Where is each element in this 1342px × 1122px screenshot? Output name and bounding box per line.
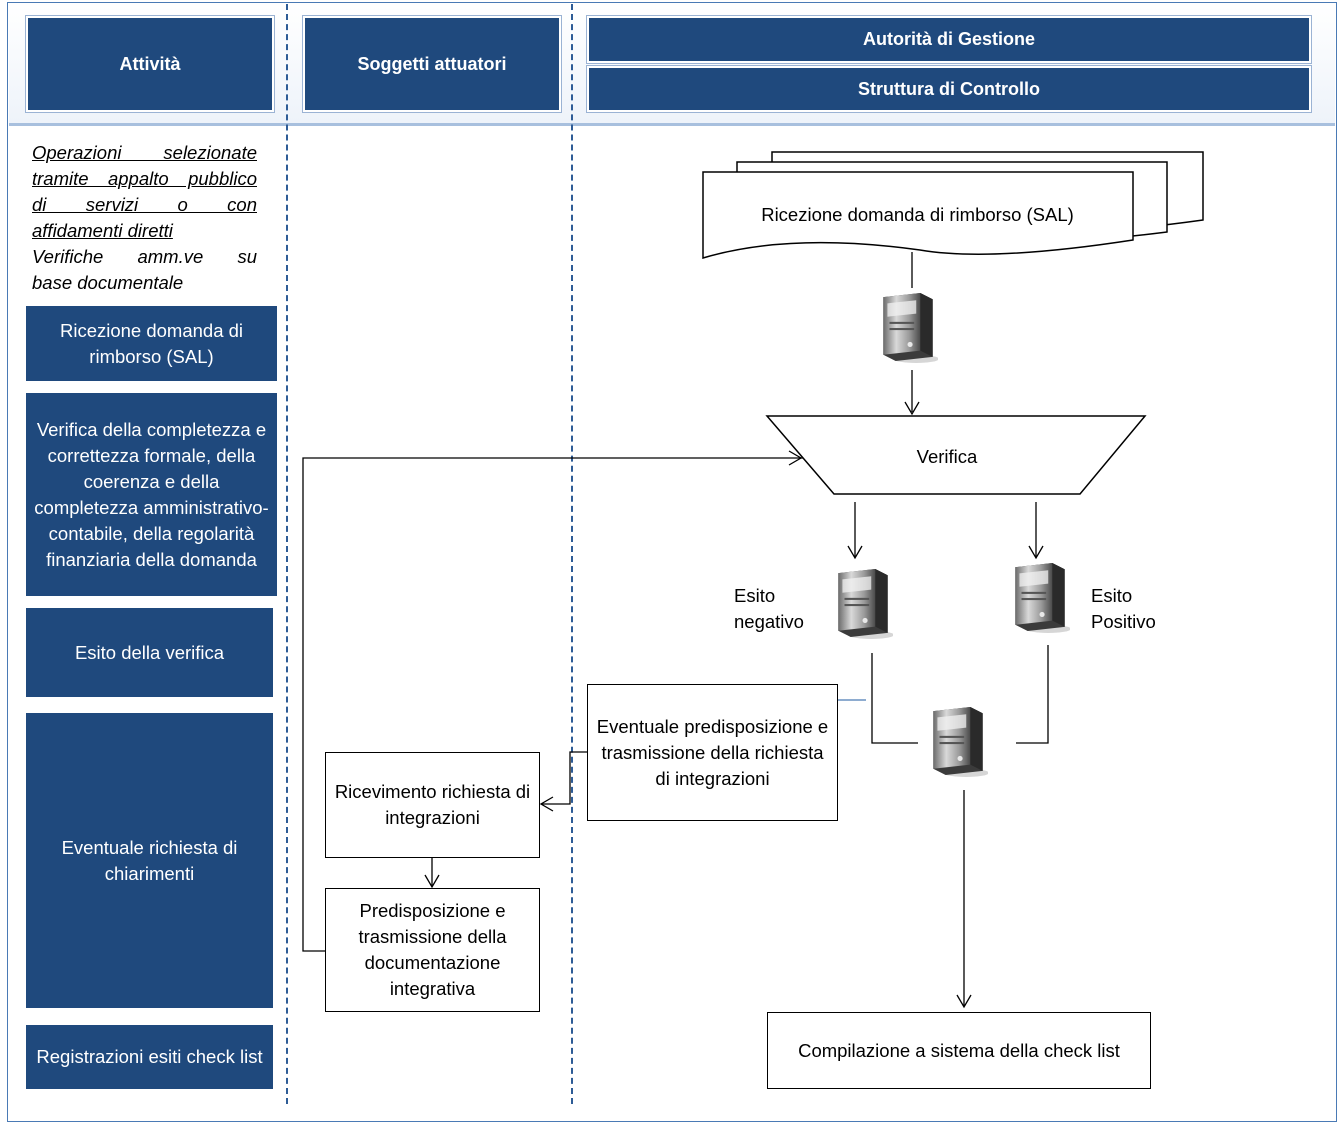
header-struttura-controllo: Struttura di Controllo bbox=[586, 65, 1312, 113]
computer-tower-icon bbox=[1015, 563, 1070, 633]
header-attivita: Attività bbox=[25, 15, 275, 113]
esito-positivo-line: Esito bbox=[1091, 585, 1133, 606]
note-line: tramite appalto pubblico bbox=[32, 168, 257, 189]
documents-label: Ricezione domanda di rimborso (SAL) bbox=[761, 204, 1074, 225]
documents-shape bbox=[702, 151, 1204, 260]
computer-tower-icon bbox=[883, 293, 938, 363]
note-line: di servizi o con bbox=[32, 194, 257, 215]
activity-esito: Esito della verifica bbox=[26, 608, 273, 697]
esito-negativo-label: Esito negativo bbox=[734, 583, 804, 635]
note-line: affidamenti diretti bbox=[32, 220, 173, 241]
lane-divider-1 bbox=[286, 4, 288, 1104]
box-predisposizione-richiesta: Eventuale predisposizione e trasmissione… bbox=[587, 684, 838, 821]
computer-tower-icon bbox=[838, 569, 893, 639]
activity-registrazioni: Registrazioni esiti check list bbox=[26, 1025, 273, 1089]
note-line: Operazioni selezionate bbox=[32, 142, 257, 163]
activity-richiesta-chiarimenti: Eventuale richiesta di chiarimenti bbox=[26, 713, 273, 1008]
note-line: base documentale bbox=[32, 272, 184, 293]
box-compilazione-check-list: Compilazione a sistema della check list bbox=[767, 1012, 1151, 1089]
header-soggetti-attuatori: Soggetti attuatori bbox=[302, 15, 562, 113]
activity-ricezione: Ricezione domanda di rimborso (SAL) bbox=[26, 306, 277, 381]
box-ricevimento-richiesta: Ricevimento richiesta di integrazioni bbox=[325, 752, 540, 858]
esito-negativo-line: Esito bbox=[734, 585, 776, 606]
esito-positivo-label: Esito Positivo bbox=[1091, 583, 1156, 635]
header-autorita-gestione: Autorità di Gestione bbox=[586, 15, 1312, 64]
activity-verifica: Verifica della completezza e correttezza… bbox=[26, 393, 277, 596]
note-operazioni: Operazioni selezionate tramite appalto p… bbox=[32, 140, 257, 296]
lane-divider-2 bbox=[571, 4, 573, 1104]
note-line: Verifiche amm.ve su bbox=[32, 246, 257, 267]
verifica-label: Verifica bbox=[916, 446, 978, 467]
computer-tower-icon bbox=[933, 707, 988, 777]
esito-negativo-line: negativo bbox=[734, 611, 804, 632]
esito-positivo-line: Positivo bbox=[1091, 611, 1156, 632]
verifica-shape bbox=[765, 415, 1147, 495]
box-predisposizione-documentazione: Predisposizione e trasmissione della doc… bbox=[325, 888, 540, 1012]
